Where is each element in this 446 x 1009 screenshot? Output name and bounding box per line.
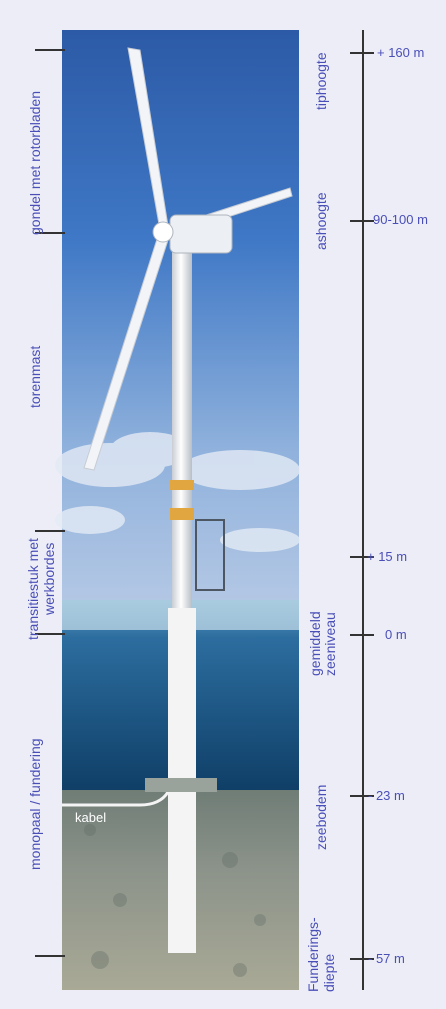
clouds xyxy=(55,432,300,552)
left-tick-transition xyxy=(35,530,65,532)
label-zeeniveau-1: gemiddeld xyxy=(307,611,323,676)
seabed-texture xyxy=(84,824,266,977)
scour-protection xyxy=(145,778,217,792)
label-gondel: gondel met rotorbladen xyxy=(27,91,43,235)
left-tick-sealevel xyxy=(35,633,65,635)
cable-line xyxy=(62,791,170,807)
label-torenmast: torenmast xyxy=(27,345,43,408)
scale-tick-57 xyxy=(350,958,374,960)
tower-yellow-band xyxy=(170,480,194,490)
left-tick-bottom xyxy=(35,955,65,957)
tower-mast xyxy=(172,238,192,608)
left-tick-top xyxy=(35,49,65,51)
label-fundering-2: diepte xyxy=(321,953,337,992)
rotor-blades xyxy=(83,47,293,471)
scale-tick-90 xyxy=(350,220,374,222)
scale-value-23: - 23 m xyxy=(368,788,405,803)
label-kabel: kabel xyxy=(75,810,107,825)
label-monopaal: monopaal / fundering xyxy=(27,738,43,870)
scale-value-15: + 15 m xyxy=(367,549,408,564)
scale-tick-0 xyxy=(350,634,374,636)
scale-axis xyxy=(362,30,364,990)
rotor-hub xyxy=(152,221,174,243)
scale-tick-160 xyxy=(350,52,374,54)
label-werkbordes: werkbordes xyxy=(41,542,57,615)
label-fundering-1: Funderings- xyxy=(305,917,321,992)
label-ashoogte: ashoogte xyxy=(313,192,329,250)
scale-value-57: - 57 m xyxy=(368,951,405,966)
scale-tick-23 xyxy=(350,795,374,797)
scale-value-90: 90-100 m xyxy=(373,212,428,227)
label-transitiestuk: transitiestuk met xyxy=(25,538,41,640)
tower-yellow-band xyxy=(170,508,194,520)
scale-value-0: 0 m xyxy=(385,627,407,642)
scale-value-160: + 160 m xyxy=(377,45,425,60)
nacelle xyxy=(169,214,233,254)
work-platform xyxy=(195,519,225,591)
left-tick-nacelle xyxy=(35,232,65,234)
label-zeebodem: zeebodem xyxy=(313,784,329,850)
label-tiphoogte: tiphoogte xyxy=(313,52,329,110)
scale-tick-15 xyxy=(350,556,374,558)
label-zeeniveau-2: zeeniveau xyxy=(322,612,338,676)
